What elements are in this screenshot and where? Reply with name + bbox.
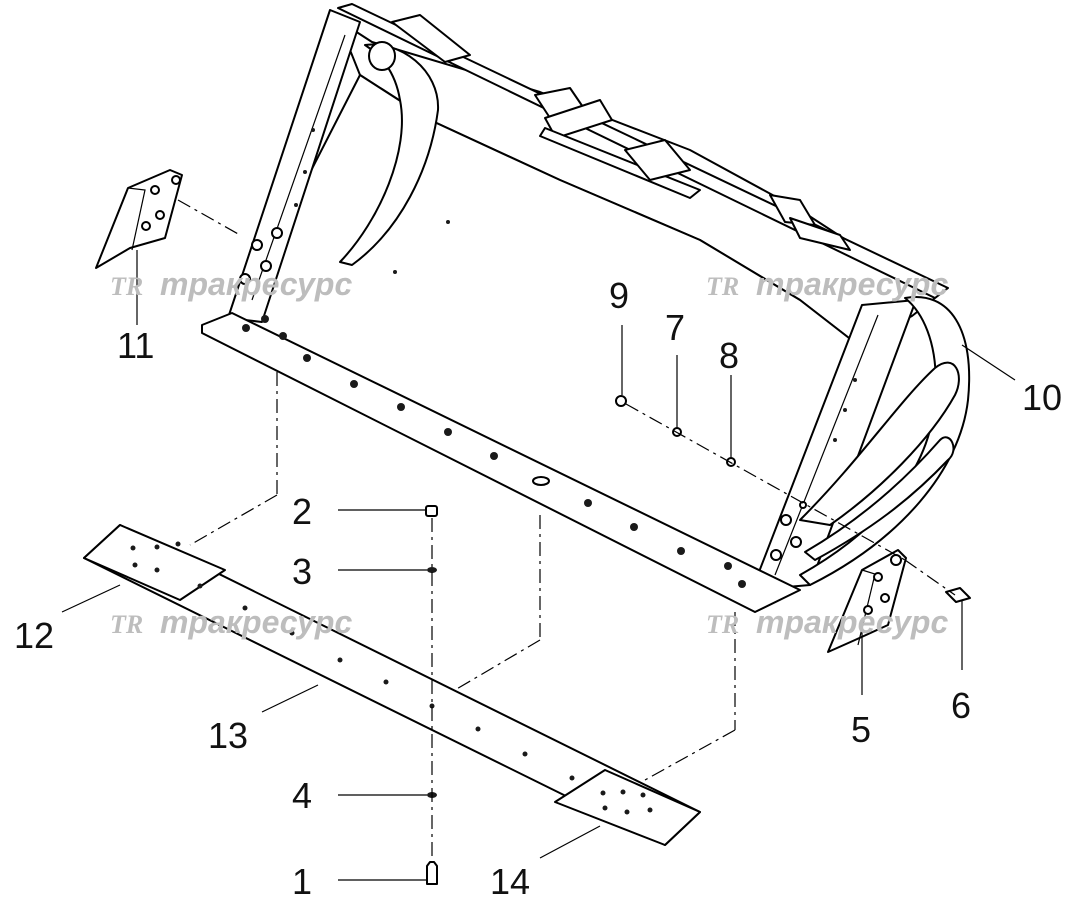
callout-7: 7 bbox=[665, 307, 685, 348]
callout-10: 10 bbox=[1022, 377, 1062, 418]
watermark-logo: TR bbox=[706, 610, 739, 639]
callout-5: 5 bbox=[851, 709, 871, 750]
fasteners-9-7-8 bbox=[615, 395, 956, 596]
callout-12: 12 bbox=[14, 615, 54, 656]
watermark-top-right: TR тракресурс bbox=[706, 266, 948, 302]
bolt-part-6 bbox=[945, 587, 971, 603]
right-side-bolts bbox=[770, 378, 857, 561]
watermark-logo: TR bbox=[110, 272, 143, 301]
side-cutter-left bbox=[95, 169, 241, 269]
watermark-brand: тракресурс bbox=[160, 266, 352, 302]
watermark-logo: TR bbox=[110, 610, 143, 639]
blade-holes bbox=[130, 541, 653, 815]
watermark-logo: TR bbox=[706, 272, 739, 301]
watermark-brand: тракресурс bbox=[160, 604, 352, 640]
callout-11: 11 bbox=[117, 325, 154, 366]
left-side-bolts bbox=[239, 128, 450, 285]
bolt-stack bbox=[425, 505, 438, 885]
callout-9: 9 bbox=[609, 275, 629, 316]
watermark-bottom-left: TR тракресурс bbox=[110, 604, 352, 640]
callout-14: 14 bbox=[490, 861, 530, 902]
watermark-bottom-right: TR тракресурс bbox=[706, 604, 948, 640]
callout-4: 4 bbox=[292, 775, 312, 816]
leader-lines bbox=[61, 250, 1016, 881]
callout-2: 2 bbox=[292, 491, 312, 532]
callout-8: 8 bbox=[719, 335, 739, 376]
callout-13: 13 bbox=[208, 715, 248, 756]
callout-labels: 1 2 3 4 5 6 7 8 9 10 11 12 13 14 bbox=[14, 275, 1062, 902]
assembly-lines bbox=[189, 372, 736, 781]
callout-3: 3 bbox=[292, 551, 312, 592]
cutting-edge-holes bbox=[242, 315, 746, 588]
watermark-brand: тракресурс bbox=[756, 604, 948, 640]
watermark-brand: тракресурс bbox=[756, 266, 948, 302]
callout-6: 6 bbox=[951, 685, 971, 726]
blade-assembly bbox=[83, 524, 701, 846]
bucket-assembly bbox=[201, 3, 971, 613]
callout-1: 1 bbox=[292, 861, 312, 902]
watermark-top-left: TR тракресурс bbox=[110, 266, 352, 302]
side-cutter-right bbox=[827, 549, 907, 653]
